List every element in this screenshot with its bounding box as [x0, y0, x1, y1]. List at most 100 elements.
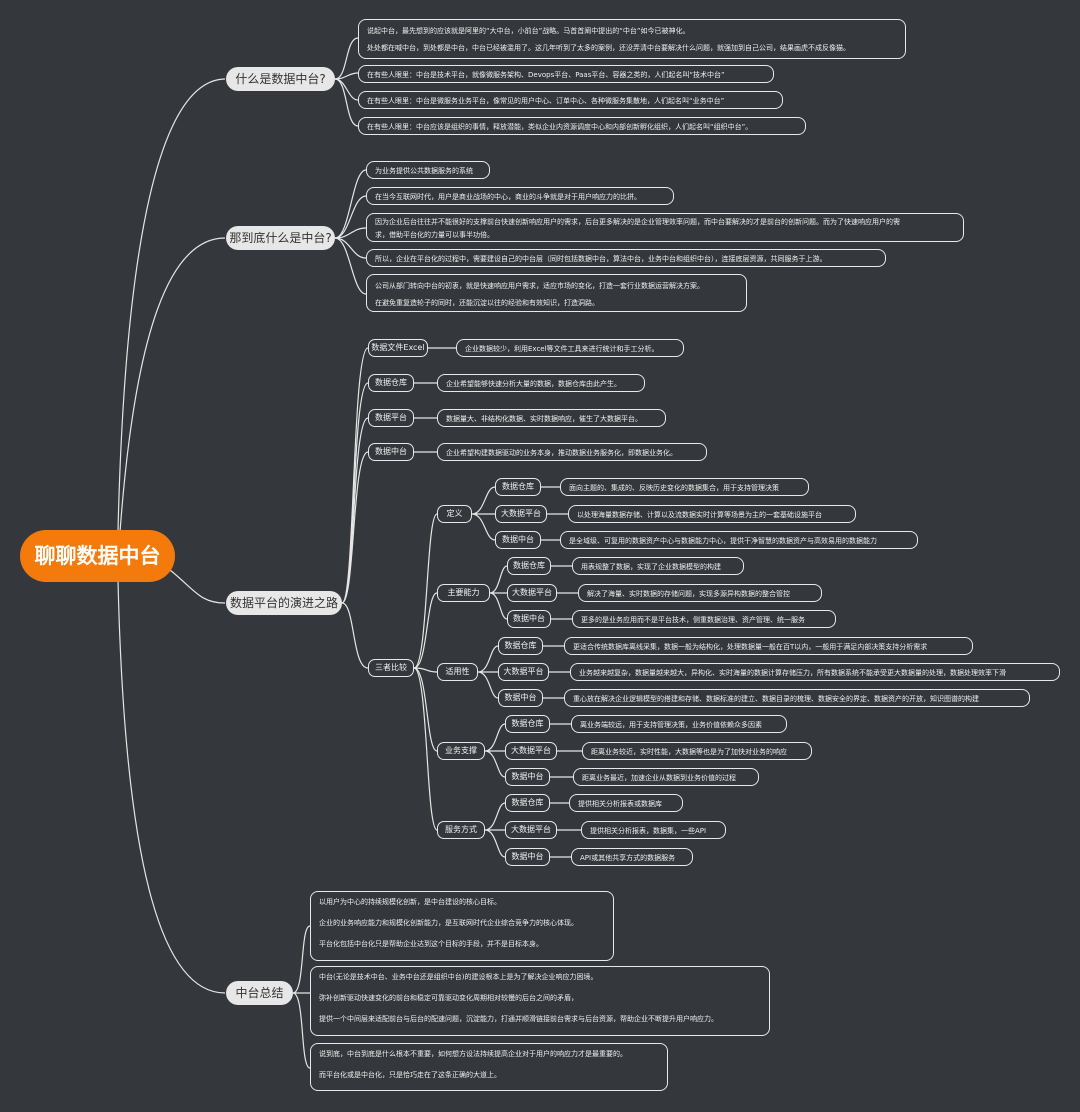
leaf-line: 说起中台，最先想到的应该就是阿里的“大中台，小前台”战略。马首首阐中提出的“中台… — [367, 27, 690, 35]
leaf-line: 处处都在喊中台，到处都是中台，中台已经被滥用了。这几年听到了太多的案例，还没弄清… — [367, 44, 850, 52]
node-definition[interactable]: 定义 — [437, 505, 472, 523]
connector-sup-rows — [484, 723, 506, 778]
connector-compare-svc — [413, 667, 438, 831]
row-def-1[interactable]: 大数据平台 — [495, 505, 547, 523]
leaf-line: 而平台化或是中台化，只是恰巧走在了这条正确的大道上。 — [319, 1071, 501, 1079]
leaf-s1-biz: 在有些人眼里：中台是微服务业务平台，像常见的用户中心、订单中心、各种微服务集散地… — [358, 91, 783, 109]
connector-s1-org — [334, 78, 359, 127]
node-business-support[interactable]: 业务支撑 — [437, 742, 485, 760]
node-excel[interactable]: 数据文件Excel — [368, 339, 428, 357]
connector-root-s4 — [117, 579, 226, 994]
connector-s2-e — [334, 237, 367, 295]
leaf-excel: 企业数据较少，利用Excel等文件工具来进行统计和手工分析。 — [456, 339, 684, 357]
node-data-platform[interactable]: 数据平台 — [368, 409, 414, 427]
node-data-warehouse[interactable]: 数据仓库 — [368, 374, 414, 392]
row-sup-1[interactable]: 大数据平台 — [505, 742, 557, 760]
leaf-cap-1: 解决了海量、实时数据的存储问题，实现多源异构数据的整合管控 — [578, 584, 822, 602]
leaf-line: 公司从部门转向中台的初衷，就是快速响应用户需求，适应市场的变化，打造一套行业数据… — [375, 282, 704, 290]
leaf-data-middle: 企业希望构建数据驱动的业务本身，推动数据业务服务化，即数据业务化。 — [437, 443, 707, 461]
connector-cap-leaves — [551, 565, 578, 620]
row-cap-0[interactable]: 数据仓库 — [507, 557, 551, 575]
leaf-line: 在避免重复造轮子的同时，还能沉淀以往的经验和有效知识，打造洞路。 — [375, 299, 599, 307]
connector-root-s3 — [169, 569, 226, 604]
leaf-line: 中台(无论是技术中台、业务中台还是组织中台)的建设根本上是为了解决企业响应力困境… — [319, 973, 598, 981]
leaf-sup-1: 距离业务较近，实时性能，大数据等也是为了加快对业务的响应 — [582, 742, 812, 760]
row-fit-2[interactable]: 数据中台 — [498, 689, 543, 707]
connector-svc-leaves — [550, 802, 581, 858]
leaf-s2-d: 所以，企业在平台化的过程中，需要建设自己的中台层（同时包括数据中台，算法中台，业… — [366, 249, 886, 267]
leaf-def-0: 面向主题的、集成的、反映历史变化的数据集合，用于支持管理决策 — [560, 478, 809, 496]
connector-fit-leaves — [543, 645, 570, 699]
leaf-s2-b: 在当今互联网时代，用户是商业战场的中心，商业的斗争就是对于用户响应力的比拼。 — [366, 187, 674, 205]
row-svc-0[interactable]: 数据仓库 — [505, 794, 550, 812]
connector-compare-sup — [413, 667, 438, 752]
connector-root-s1 — [117, 78, 226, 532]
leaf-s2-e: 公司从部门转向中台的初衷，就是快速响应用户需求，适应市场的变化，打造一套行业数据… — [366, 274, 747, 312]
row-sup-0[interactable]: 数据仓库 — [505, 715, 550, 733]
node-applicability[interactable]: 适用性 — [437, 663, 478, 681]
connector-s2-c — [334, 227, 367, 239]
leaf-s4-b: 中台(无论是技术中台、业务中台还是组织中台)的建设根本上是为了解决企业响应力困境… — [310, 966, 770, 1036]
leaf-s4-c: 说到底，中台到底是什么根本不重要，如何想方设法持续提高企业对于用户的响应力才是最… — [310, 1043, 668, 1091]
leaf-line: 说到底，中台到底是什么根本不重要，如何想方设法持续提高企业对于用户的响应力才是最… — [319, 1050, 627, 1058]
connector-s4-a — [292, 925, 311, 994]
leaf-line: 平台化包括中台化只是帮助企业达到这个目标的手段，并不是目标本身。 — [319, 940, 543, 948]
row-cap-1[interactable]: 大数据平台 — [507, 584, 557, 602]
connector-compare-cap — [413, 592, 438, 669]
leaf-line: 提供一个中间层来适配前台与后台的配速问题，沉淀能力，打通并顺滑链接前台需求与后台… — [319, 1015, 718, 1023]
leaf-fit-0: 更适合传统数据库离线采集，数据一般为结构化，处理数据量一般在百T以内，一般用于满… — [564, 637, 973, 655]
row-def-2[interactable]: 数据中台 — [495, 531, 541, 549]
connector-sup-leaves — [550, 723, 582, 778]
row-svc-2[interactable]: 数据中台 — [505, 848, 550, 866]
connector-def-leaves — [541, 486, 568, 541]
leaf-sup-2: 距离业务最近，加速企业从数据到业务价值的过程 — [573, 768, 759, 786]
leaf-line: 企业的业务响应能力和规模化创新能力，是互联网时代企业综合竞争力的核心体现。 — [319, 919, 578, 927]
topic-what-is-data-middle-platform[interactable]: 什么是数据中台? — [226, 67, 335, 91]
connector-s3-compare — [341, 602, 369, 669]
leaf-data-platform: 数据量大、非结构化数据、实时数据响应，催生了大数据平台。 — [437, 409, 666, 427]
leaf-data-warehouse: 企业希望能够快速分析大量的数据，数据仓库由此产生。 — [437, 374, 645, 392]
row-fit-0[interactable]: 数据仓库 — [498, 637, 543, 655]
connector-s2-b — [334, 195, 367, 239]
connector-cap-rows — [489, 565, 508, 620]
leaf-fit-2: 重心放在解决企业逻辑模型的搭建和存储、数据标准的建立、数据目录的梳理、数据安全的… — [564, 689, 1030, 707]
node-compare[interactable]: 三者比较 — [368, 659, 414, 677]
leaf-s2-c: 因为企业后台往往并不能很好的支撑前台快速创新响应用户的需求，后台更多解决的是企业… — [366, 213, 964, 242]
connector-compare-def — [413, 513, 438, 669]
leaf-svc-2: API或其他共享方式的数据服务 — [571, 848, 693, 866]
leaf-svc-0: 提供相关分析报表或数据库 — [569, 794, 683, 812]
leaf-def-2: 是全域级、可复用的数据资产中心与数据能力中心，提供干净智慧的数据资产与高效易用的… — [560, 531, 918, 549]
connector-s4-c — [292, 992, 311, 1069]
topic-summary[interactable]: 中台总结 — [226, 981, 293, 1005]
topic-what-exactly-is-middle-platform[interactable]: 那到底什么是中台? — [226, 226, 335, 250]
leaf-cap-0: 用表规整了数据，实现了企业数据模型的构建 — [572, 557, 744, 575]
row-def-0[interactable]: 数据仓库 — [495, 478, 541, 496]
root-topic[interactable]: 聊聊数据中台 — [20, 530, 175, 582]
connector-s1-intro — [334, 37, 359, 80]
leaf-svc-1: 提供相关分析报表，数据集，一些API — [581, 821, 726, 839]
row-cap-2[interactable]: 数据中台 — [507, 610, 551, 628]
leaf-line: 弥补创新驱动快速变化的前台和稳定可靠驱动变化周期相对较慢的后台之间的矛盾， — [319, 994, 578, 1002]
connector-s2-d — [334, 237, 367, 259]
connector-s3-dm — [341, 451, 369, 604]
connector-root-s2 — [119, 237, 226, 533]
leaf-s4-a: 以用户为中心的持续规模化创新，是中台建设的核心目标。 企业的业务响应能力和规模化… — [310, 891, 614, 961]
connector-svc-rows — [484, 802, 506, 858]
node-data-middle[interactable]: 数据中台 — [368, 443, 414, 461]
leaf-fit-1: 业务越来越复杂，数据量越来越大，异构化、实时海量的数据计算存储压力，所有数据系统… — [570, 663, 1060, 681]
row-fit-1[interactable]: 大数据平台 — [498, 663, 549, 681]
row-sup-2[interactable]: 数据中台 — [505, 768, 550, 786]
connector-s2-a — [334, 169, 367, 239]
row-svc-1[interactable]: 大数据平台 — [505, 821, 557, 839]
node-capability[interactable]: 主要能力 — [437, 584, 490, 602]
connector-compare-fit — [413, 667, 438, 673]
leaf-s2-a: 为业务提供公共数据服务的系统 — [366, 161, 490, 179]
topic-data-platform-evolution[interactable]: 数据平台的演进之路 — [226, 591, 342, 615]
leaf-line: 以用户为中心的持续规模化创新，是中台建设的核心目标。 — [319, 898, 501, 906]
leaf-s1-intro: 说起中台，最先想到的应该就是阿里的“大中台，小前台”战略。马首首阐中提出的“中台… — [358, 19, 906, 59]
node-service-mode[interactable]: 服务方式 — [437, 821, 485, 839]
leaf-line: 求，借助平台化的力量可以事半功倍。 — [375, 231, 494, 239]
leaf-s1-tech: 在有些人眼里：中台是技术平台，就像微服务架构、Devops平台、Paas平台、容… — [358, 65, 774, 83]
